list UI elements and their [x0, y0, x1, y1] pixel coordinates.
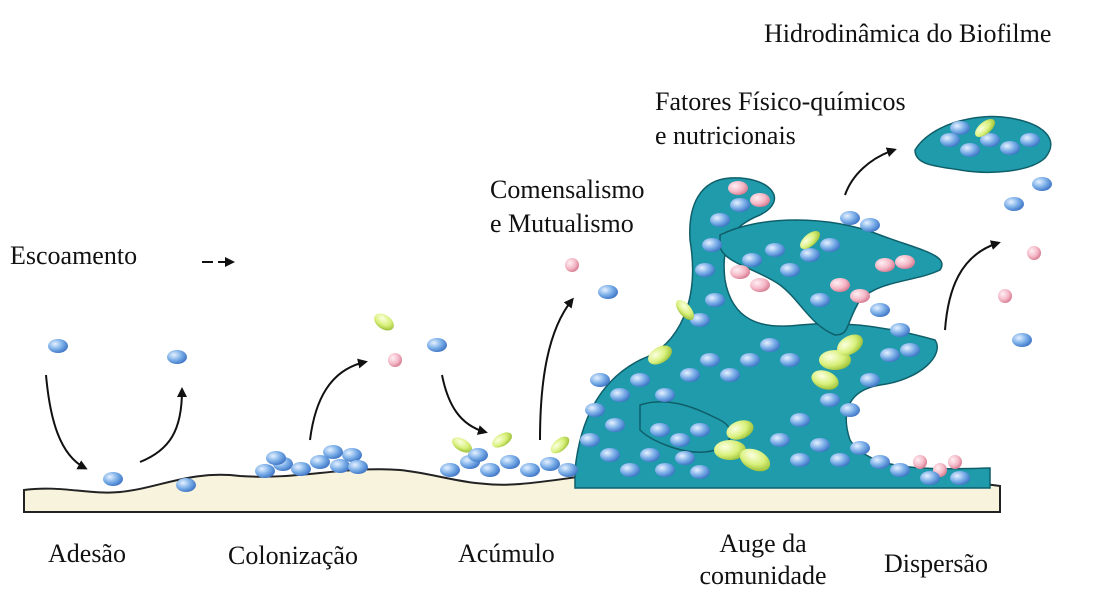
process-arrows	[45, 147, 1001, 470]
stage-peak-label-line2: comunidade	[699, 561, 827, 590]
stage-dispersion-label: Dispersão	[884, 549, 988, 578]
community-cluster	[580, 181, 970, 485]
factors-label-line2: e nutricionais	[655, 121, 796, 150]
stage-adhesion-label: Adesão	[48, 539, 126, 568]
stage-colonization-label: Colonização	[228, 541, 358, 570]
diagram-title: Hidrodinâmica do Biofilme	[764, 19, 1052, 48]
interaction-label-line1: Comensalismo	[490, 175, 645, 204]
flow-label: Escoamento	[10, 241, 138, 270]
stage-accumulation-label: Acúmulo	[458, 539, 555, 568]
interaction-label-line2: e Mutualismo	[490, 209, 634, 238]
stage-peak-label-line1: Auge da	[719, 529, 807, 558]
microbial-cells	[48, 119, 1052, 492]
factors-label-line1: Fatores Físico-químicos	[655, 87, 906, 116]
